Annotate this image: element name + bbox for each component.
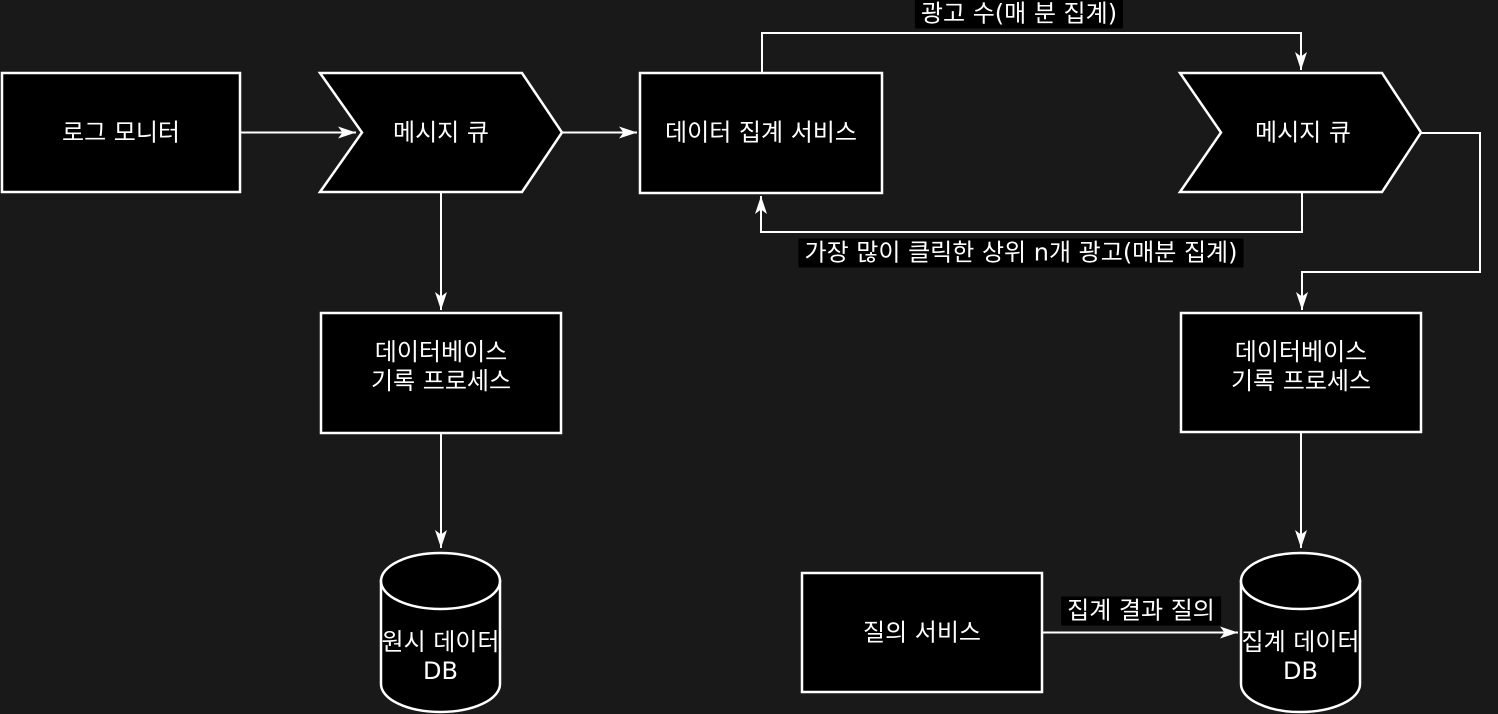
log-monitor-node xyxy=(0,71,242,194)
aggregated-data-db-node xyxy=(1239,551,1362,714)
raw-data-db-label-line1: 원시 데이터 xyxy=(381,628,500,656)
message-queue-right-node xyxy=(1177,71,1423,194)
message-queue-right-label: 메시지 큐 xyxy=(1255,118,1351,146)
raw-data-db-node xyxy=(379,551,502,714)
edge-label-query-aggregated-results: 집계 결과 질의 xyxy=(1061,596,1221,626)
aggregated-data-db-label-line2: DB xyxy=(1283,657,1318,685)
edge-label-ad-count-per-minute: 광고 수(매 분 집계) xyxy=(914,0,1124,29)
edge-message-queue-right-to-aggregation-service-feedback xyxy=(755,192,1303,233)
db-writer-right-label-line1: 데이터베이스 xyxy=(1234,338,1368,366)
edge-message-queue-right-to-db-writer-right xyxy=(1296,132,1481,310)
raw-data-db-top xyxy=(379,551,502,611)
db-writer-right-label-line2: 기록 프로세스 xyxy=(1230,367,1372,395)
aggregation-service-label: 데이터 집계 서비스 xyxy=(665,118,857,147)
message-queue-left-node xyxy=(317,71,564,194)
aggregated-data-db-top xyxy=(1239,551,1362,611)
aggregated-data-db-label-line1: 집계 데이터 xyxy=(1241,628,1360,656)
db-writer-left-node xyxy=(319,311,563,435)
raw-data-db-label: 원시 데이터 DB xyxy=(381,628,499,686)
edge-aggregation-service-to-message-queue-right xyxy=(761,32,1307,73)
aggregation-service-node xyxy=(638,71,884,195)
aggregated-data-db-body xyxy=(1239,579,1362,714)
db-writer-left-label-line2: 기록 프로세스 xyxy=(370,367,512,395)
db-writer-left-label: 데이터베이스 기록 프로세스 xyxy=(371,338,511,396)
raw-data-db-body xyxy=(379,579,502,714)
edge-label-top-n-clicked-ads: 가장 많이 클릭한 상위 n개 광고(매분 집계) xyxy=(798,238,1244,268)
db-writer-right-node xyxy=(1179,311,1423,434)
db-writer-left-label-line1: 데이터베이스 xyxy=(374,338,508,366)
log-monitor-label: 로그 모니터 xyxy=(61,118,181,146)
query-service-node xyxy=(800,571,1044,694)
raw-data-db-label-line2: DB xyxy=(423,657,458,685)
message-queue-left-label: 메시지 큐 xyxy=(393,118,489,146)
db-writer-right-label: 데이터베이스 기록 프로세스 xyxy=(1231,338,1371,396)
aggregated-data-db-label: 집계 데이터 DB xyxy=(1241,628,1359,686)
query-service-label: 질의 서비스 xyxy=(862,618,982,646)
